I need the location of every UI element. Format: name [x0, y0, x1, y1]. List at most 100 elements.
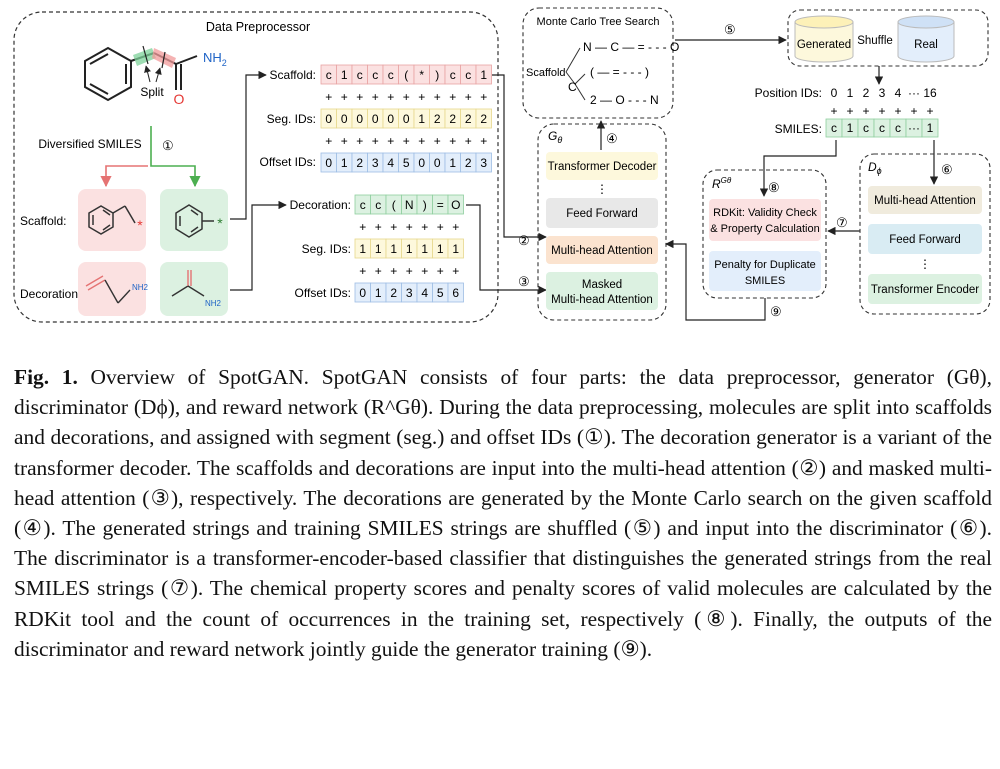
decoration-row1-plus: +: [390, 220, 397, 234]
decoration-offset-token: 1: [375, 286, 382, 300]
smiles-row-plus: +: [846, 104, 853, 118]
decoration-offset-token: 2: [390, 286, 397, 300]
scaffold-row-label: Scaffold:: [270, 68, 316, 82]
generator-label: Gθ: [548, 129, 562, 145]
scaffold-green-molecule: [175, 204, 214, 238]
scaffold-row1-plus: +: [449, 90, 456, 104]
decoration-offset-token: 5: [437, 286, 444, 300]
gen-ff-text: Feed Forward: [566, 208, 638, 220]
scaffold-row1-plus: +: [356, 90, 363, 104]
penalty-text-2: SMILES: [745, 275, 785, 287]
decoration-offset-cell: [447, 282, 464, 303]
scaffold-row1-plus: +: [418, 90, 425, 104]
gen-masked-text-1: Masked: [582, 279, 622, 291]
scaffold-token-token: c: [326, 68, 332, 82]
scaffold-row2-plus: +: [465, 134, 472, 148]
scaffold-row2-plus: +: [372, 134, 379, 148]
scaffold-token-token: c: [357, 68, 363, 82]
diversified-label: Diversified SMILES: [38, 137, 141, 151]
step-3: ③: [518, 274, 530, 289]
scaffold-offset-token: 0: [434, 156, 441, 170]
scaffold-token-token: ): [435, 68, 439, 82]
decoration-seg-token: 1: [375, 242, 382, 256]
disc-dots: ⋮: [919, 257, 931, 271]
scaffold-row2-plus: +: [356, 134, 363, 148]
decoration-row2-plus: +: [421, 264, 428, 278]
preprocessor-box: [13, 11, 499, 323]
scaffold-offset-token: 3: [480, 156, 487, 170]
diversify-red-branch: [100, 165, 148, 188]
decoration-offset-token: 6: [452, 286, 459, 300]
decoration-token-token: N: [405, 198, 414, 212]
decoration-token-token: c: [375, 198, 381, 212]
mcts-scaffold: Scaffold: [526, 67, 566, 79]
smiles-label: SMILES:: [775, 122, 822, 136]
decoration-seg-token: 1: [437, 242, 444, 256]
scaffold-row1-plus: +: [480, 90, 487, 104]
scaffold-row1-plus: +: [403, 90, 410, 104]
figure-caption: Fig. 1. Overview of SpotGAN. SpotGAN con…: [14, 362, 992, 664]
scaffold-green-attach: *: [217, 215, 223, 231]
decoration-row2-plus: +: [452, 264, 459, 278]
diversify-green-branch: [150, 160, 201, 188]
position-id-token: 4: [895, 86, 902, 100]
decoration-row1-plus: +: [437, 220, 444, 234]
generator-box: [537, 123, 667, 321]
step-6: ⑥: [941, 162, 953, 177]
scaffold-seg-token: 2: [465, 112, 472, 126]
gen-decoder-block: [546, 152, 658, 180]
scaffold-seg-token: 1: [418, 112, 425, 126]
decoration-seg-token: 1: [452, 242, 459, 256]
decoration-red-molecule: [85, 275, 131, 304]
scaffold-seg-token: 0: [356, 112, 363, 126]
decoration-row2-plus: +: [359, 264, 366, 278]
generated-text: Generated: [797, 39, 851, 51]
scaffold-seg-token: 0: [387, 112, 394, 126]
split-label: Split: [140, 85, 164, 99]
step-9: ⑨: [770, 304, 782, 319]
decoration-token-token: O: [451, 198, 460, 212]
position-id-token: ···: [908, 86, 920, 100]
decoration-offset-token: 0: [359, 286, 366, 300]
decoration-row1-plus: +: [375, 220, 382, 234]
scaffold-offset-cell: [475, 152, 492, 173]
mcts-box: [522, 7, 674, 119]
real-cylinder: [897, 15, 955, 63]
step-7: ⑦: [836, 215, 848, 230]
scaffold-token-token: c: [372, 68, 378, 82]
scaffold-row1-plus: +: [434, 90, 441, 104]
rdkit-text-2: & Property Calculation: [710, 223, 819, 235]
scaffold-seg-token: 0: [341, 112, 348, 126]
smiles-row-plus: +: [830, 104, 837, 118]
decoration-offset-token: 4: [421, 286, 428, 300]
scaffold-red-attach: *: [137, 217, 143, 233]
real-text: Real: [914, 39, 938, 51]
scaffold-row2-plus: +: [341, 134, 348, 148]
decoration-red-nh2: NH2: [132, 283, 149, 292]
scaffold-row2-plus: +: [434, 134, 441, 148]
scaffold-offset-token: 5: [403, 156, 410, 170]
spotgan-figure: Data Preprocessor Split O NH2 Diversifie…: [13, 7, 991, 323]
mcts-line-3: 2 — O - - - N: [590, 93, 659, 107]
position-id-token: 0: [831, 86, 838, 100]
scaffold-token-token: c: [465, 68, 471, 82]
scaffold-token-token: (: [404, 68, 408, 82]
decoration-offset-label: Offset IDs:: [295, 286, 351, 300]
scaffold-offset-token: 1: [341, 156, 348, 170]
step-2: ②: [518, 233, 530, 248]
position-id-token: 16: [923, 86, 937, 100]
decoration-token-token: =: [437, 198, 444, 212]
decoration-row2-plus: +: [437, 264, 444, 278]
decoration-red-tile: [78, 262, 146, 316]
smiles-token-cell: [921, 118, 939, 138]
mcts-c: C: [568, 80, 577, 94]
caption-text: Overview of SpotGAN. SpotGAN consists of…: [14, 365, 992, 661]
step-1: ①: [162, 138, 174, 153]
scaffold-row1-plus: +: [372, 90, 379, 104]
split-green-highlight: [133, 48, 156, 66]
smiles-row-plus: +: [862, 104, 869, 118]
scaffold-row1-plus: +: [341, 90, 348, 104]
decoration-row2-plus: +: [406, 264, 413, 278]
mcts-line-1: N — C — = - - - O: [583, 40, 679, 54]
